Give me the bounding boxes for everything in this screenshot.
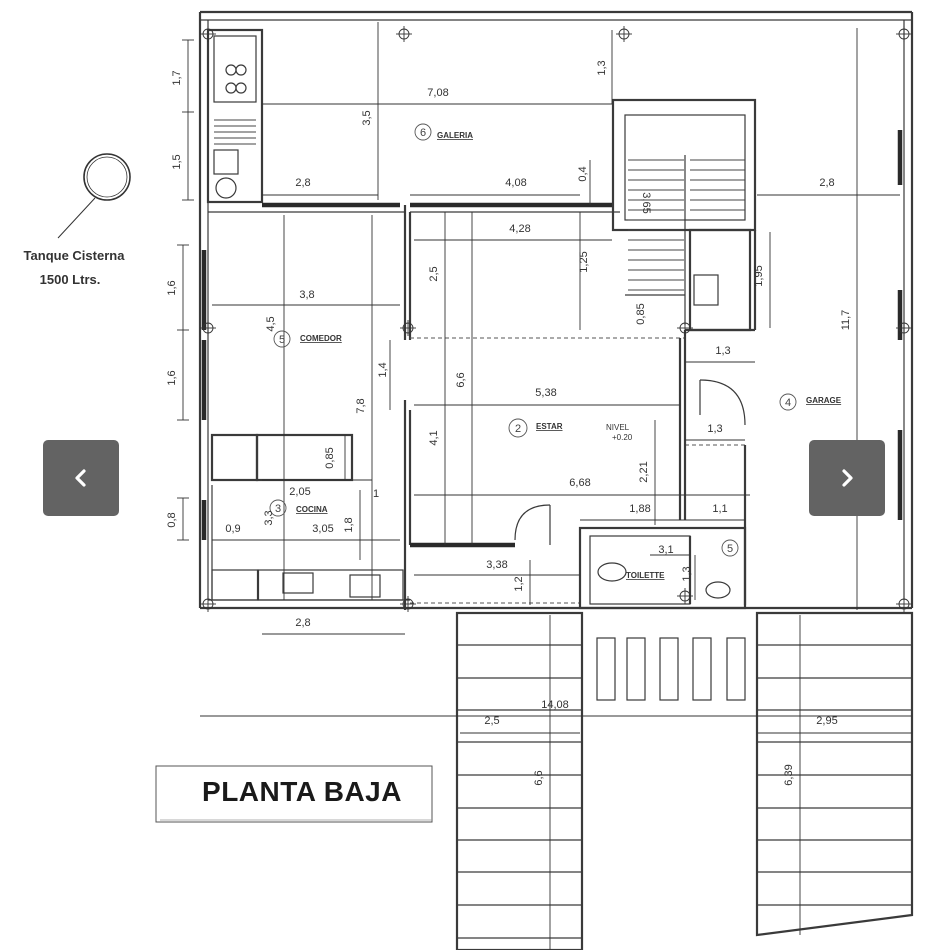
room-number-estar: 2 bbox=[515, 423, 521, 435]
dim-label: 14,08 bbox=[541, 699, 569, 711]
dim-label: 3,38 bbox=[486, 559, 507, 571]
dim-label: 3,3 bbox=[263, 510, 275, 525]
dim-label: 6,6 bbox=[533, 770, 545, 785]
dim-label: 2,8 bbox=[295, 617, 310, 629]
dim-label: 1,88 bbox=[629, 503, 650, 515]
room-number-galeria: 6 bbox=[420, 127, 426, 139]
dim-label: 3,05 bbox=[312, 523, 333, 535]
room-name-galeria: GALERIA bbox=[437, 131, 473, 140]
dim-label: 4,5 bbox=[265, 316, 277, 331]
room-labels: 6 GALERIA 5 COMEDOR 2 ESTAR 4 GARAGE 3 C… bbox=[269, 123, 842, 580]
dimension-labels: 1,7 1,5 3,5 7,08 1,3 2,8 4,08 0,4 3,65 2… bbox=[166, 60, 852, 785]
dim-label: 1,7 bbox=[171, 70, 183, 85]
dim-label: 6,68 bbox=[569, 477, 590, 489]
tank-label-line1: Tanque Cisterna bbox=[24, 248, 126, 263]
dim-label: 7,8 bbox=[355, 398, 367, 413]
dim-label: 1,95 bbox=[753, 265, 765, 286]
dim-label: 1,3 bbox=[707, 423, 722, 435]
dim-label: 3,8 bbox=[299, 289, 314, 301]
plan-title-box: PLANTA BAJA bbox=[155, 765, 433, 823]
room-name-estar: ESTAR bbox=[536, 422, 563, 431]
dim-label: 2,21 bbox=[638, 461, 650, 482]
room-name-comedor: COMEDOR bbox=[300, 334, 342, 343]
dim-label: 2,05 bbox=[289, 486, 310, 498]
dim-label: 3,1 bbox=[658, 544, 673, 556]
next-image-button[interactable] bbox=[809, 440, 885, 516]
dim-label: 1,3 bbox=[681, 566, 693, 581]
dim-label: 1,4 bbox=[377, 362, 389, 377]
nivel-label: NIVEL bbox=[606, 423, 630, 432]
room-number-comedor: 5 bbox=[279, 334, 285, 346]
room-number-garage: 4 bbox=[785, 397, 791, 409]
dim-label: 4,1 bbox=[428, 430, 440, 445]
dim-label: 3,65 bbox=[640, 192, 652, 213]
dim-label: 1,8 bbox=[343, 517, 355, 532]
dim-label: 1 bbox=[373, 488, 379, 500]
dim-label: 2,8 bbox=[819, 177, 834, 189]
dim-label: 11,7 bbox=[840, 310, 852, 331]
dim-label: 2,95 bbox=[816, 715, 837, 727]
dim-label: 1,3 bbox=[596, 60, 608, 75]
dim-label: 3,5 bbox=[361, 110, 373, 125]
dim-label: 1,1 bbox=[712, 503, 727, 515]
dim-label: 1,25 bbox=[578, 251, 590, 272]
dim-label: 6,39 bbox=[783, 764, 795, 785]
dim-label: 0,85 bbox=[635, 303, 647, 324]
room-number-bath: 5 bbox=[727, 543, 733, 555]
dim-label: 4,28 bbox=[509, 223, 530, 235]
dim-label: 1,6 bbox=[166, 280, 178, 295]
dim-label: 1,3 bbox=[715, 345, 730, 357]
dim-label: 0,9 bbox=[225, 523, 240, 535]
dimension-lines bbox=[177, 22, 912, 950]
walls bbox=[198, 10, 914, 950]
dim-label: 0,85 bbox=[324, 447, 336, 468]
room-name-garage: GARAGE bbox=[806, 396, 842, 405]
dim-label: 7,08 bbox=[427, 87, 448, 99]
dim-label: 2,5 bbox=[428, 266, 440, 281]
chevron-right-icon bbox=[842, 469, 853, 487]
nivel-value: +0.20 bbox=[612, 433, 633, 442]
dim-label: 1,5 bbox=[171, 154, 183, 169]
dim-label: 0,8 bbox=[166, 512, 178, 527]
dim-label: 6,6 bbox=[455, 372, 467, 387]
dim-label: 5,38 bbox=[535, 387, 556, 399]
chevron-left-icon bbox=[75, 469, 86, 487]
dim-label: 1,6 bbox=[166, 370, 178, 385]
prev-image-button[interactable] bbox=[43, 440, 119, 516]
dim-label: 2,8 bbox=[295, 177, 310, 189]
dim-label: 2,5 bbox=[484, 715, 499, 727]
cistern-tank: Tanque Cisterna 1500 Ltrs. bbox=[24, 153, 131, 287]
room-name-cocina: COCINA bbox=[296, 505, 328, 514]
dim-label: 4,08 bbox=[505, 177, 526, 189]
room-name-toilette: TOILETTE bbox=[626, 571, 665, 580]
dim-label: 1,2 bbox=[513, 576, 525, 591]
dim-label: 0,4 bbox=[577, 166, 589, 181]
plan-title: PLANTA BAJA bbox=[202, 776, 402, 807]
tank-label-line2: 1500 Ltrs. bbox=[40, 272, 101, 287]
room-number-cocina: 3 bbox=[275, 503, 281, 515]
